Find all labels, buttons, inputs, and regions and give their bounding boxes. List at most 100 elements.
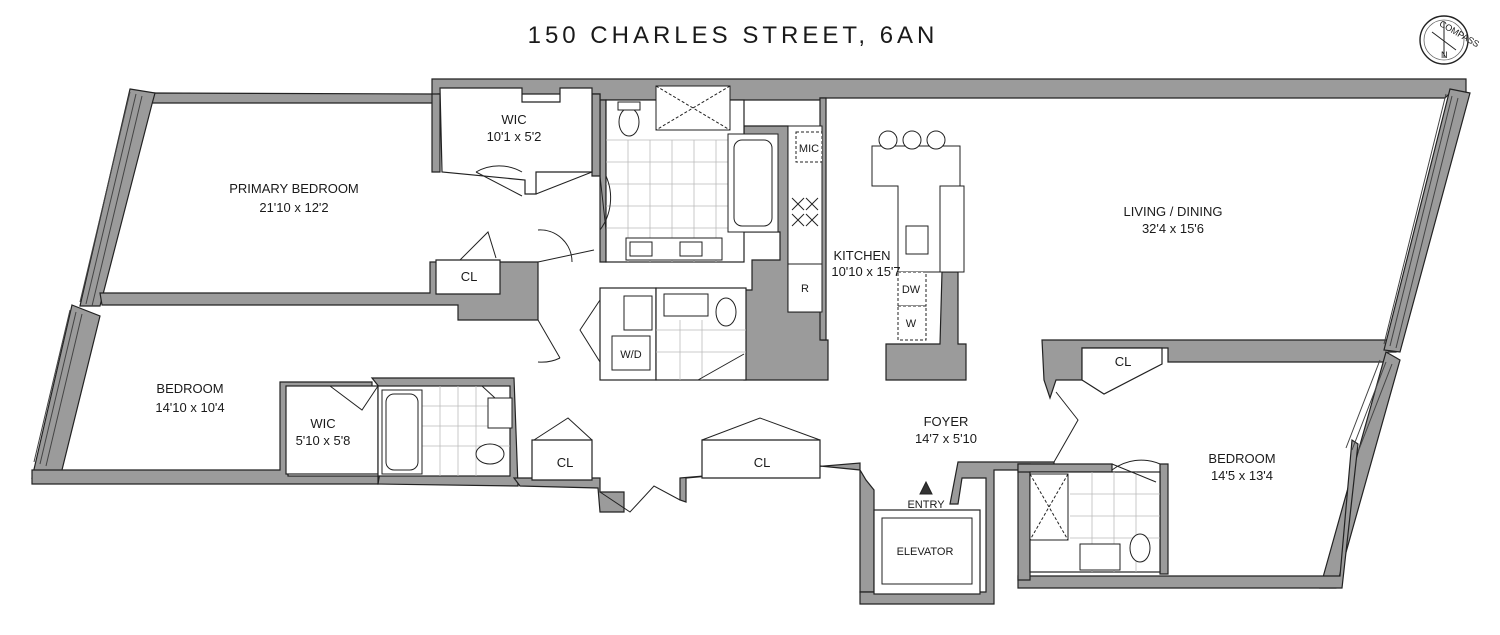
- dim-bedroom-left: 14'10 x 10'4: [155, 400, 224, 415]
- dim-wic-primary: 10'1 x 5'2: [487, 129, 542, 144]
- door-laundry: [579, 299, 601, 363]
- stool-3: [926, 130, 946, 150]
- vanity-right: [1079, 543, 1121, 571]
- entry-triangle: [919, 480, 933, 495]
- tub-master-inner: [733, 139, 773, 227]
- wall-wic-primary: [431, 93, 441, 173]
- label-living: LIVING / DINING: [1124, 204, 1223, 219]
- window-primary: [79, 91, 143, 307]
- door-primary: [537, 229, 595, 263]
- label-foyer: FOYER: [924, 414, 969, 429]
- sink-master-1: [629, 241, 653, 257]
- wd-unit: [611, 335, 651, 371]
- label-bedroom-right: BEDROOM: [1208, 451, 1275, 466]
- label-kitchen: KITCHEN: [833, 248, 890, 263]
- dim-primary-bedroom: 21'10 x 12'2: [259, 200, 328, 215]
- wall-right-bath-right: [1159, 463, 1169, 575]
- label-entry: ENTRY: [907, 499, 945, 511]
- fixtures: [381, 85, 1151, 585]
- compass-inner: [1423, 19, 1465, 61]
- wall-right-bottom: [1017, 438, 1359, 589]
- label-cl-hall-2: CL: [754, 455, 771, 470]
- door-bedroom: [537, 319, 561, 363]
- label-r: R: [801, 283, 809, 295]
- door-front: [599, 485, 681, 513]
- doors: [329, 165, 1161, 513]
- cl-right-outline: [1081, 347, 1163, 395]
- wall-top: [151, 78, 1467, 104]
- washer: [897, 305, 927, 341]
- wall-right-bath-left: [1017, 463, 1031, 581]
- label-elevator: ELEVATOR: [897, 546, 954, 558]
- label-cl-hall-1: CL: [557, 455, 574, 470]
- label-cl-right: CL: [1115, 354, 1132, 369]
- toilet-right: [1129, 533, 1151, 563]
- wall-left-lower: [31, 304, 101, 479]
- tile-grids: [422, 139, 1160, 572]
- door-bath-right: [1111, 459, 1161, 483]
- wall-right-bath-top: [1017, 463, 1113, 473]
- dim-wic-left: 5'10 x 5'8: [296, 433, 351, 448]
- compass: COMPASS N: [1419, 15, 1481, 65]
- windows: [33, 91, 1459, 467]
- window-bedroom-right: [1345, 359, 1393, 453]
- compass-north: N: [1441, 50, 1448, 60]
- vanity-left: [487, 397, 513, 429]
- sink-kitchen: [905, 225, 929, 255]
- label-primary-bedroom: PRIMARY BEDROOM: [229, 181, 359, 196]
- range-burners: [791, 197, 819, 227]
- door-cl-primary: [459, 231, 497, 261]
- label-mic: MIC: [799, 143, 819, 155]
- door-hall-bath: [697, 353, 745, 381]
- toilet-left: [475, 443, 505, 465]
- wic-left-outline: [285, 385, 379, 475]
- door-cl-hall-2: [701, 417, 821, 441]
- door-cl-hall-1: [533, 417, 593, 441]
- label-cl-primary: CL: [461, 269, 478, 284]
- cl-hall-2-outline: [701, 439, 821, 479]
- hall-bath-tiles: [656, 320, 746, 380]
- label-bedroom-left: BEDROOM: [156, 381, 223, 396]
- toilet-hall: [715, 297, 737, 327]
- cl-primary-outline: [435, 259, 501, 295]
- door-master-bath: [599, 175, 612, 231]
- cl-hall-1-outline: [531, 439, 593, 481]
- door-wic-left: [329, 385, 379, 411]
- stool-1: [878, 130, 898, 150]
- wall-hall-bottom: [512, 477, 625, 513]
- vanity-hall: [663, 293, 709, 317]
- compass-needle: [1431, 22, 1457, 58]
- toilet-tank-master: [617, 101, 641, 111]
- wall-right-upper: [1383, 88, 1471, 353]
- toilet-master: [618, 107, 640, 137]
- elevator-inner: [881, 517, 973, 585]
- dim-foyer: 14'7 x 5'10: [915, 431, 977, 446]
- tub-left-inner: [385, 393, 419, 471]
- shower-right-x: [1029, 473, 1069, 541]
- stool-2: [902, 130, 922, 150]
- refrigerator: [787, 263, 823, 313]
- microwave: [795, 131, 823, 163]
- labels: PRIMARY BEDROOM 21'10 x 12'2 WIC 10'1 x …: [155, 112, 1275, 558]
- door-wic-primary-r: [535, 171, 593, 195]
- bath-left-tiles: [422, 386, 510, 476]
- door-cl-right: [1053, 391, 1079, 463]
- dim-bedroom-right: 14'5 x 13'4: [1211, 468, 1273, 483]
- wall-island-pillar: [885, 271, 967, 381]
- dim-living: 32'4 x 15'6: [1142, 221, 1204, 236]
- bath-right-tiles: [1070, 472, 1160, 572]
- wall-hall-bottom-2: [679, 462, 875, 593]
- door-wic-primary-l: [475, 165, 523, 197]
- laundry-sink: [623, 295, 653, 331]
- plan-title: 150 CHARLES STREET, 6AN: [527, 22, 939, 49]
- wall-wic-primary-b: [591, 93, 601, 177]
- label-wic-left: WIC: [310, 416, 335, 431]
- label-w: W: [906, 318, 917, 330]
- window-bedroom: [33, 309, 83, 467]
- master-bath-tiles: [606, 139, 744, 262]
- label-wic-primary: WIC: [501, 112, 526, 127]
- window-living: [1383, 93, 1459, 349]
- wall-right-lower: [1319, 351, 1401, 589]
- sink-master-2: [679, 241, 703, 257]
